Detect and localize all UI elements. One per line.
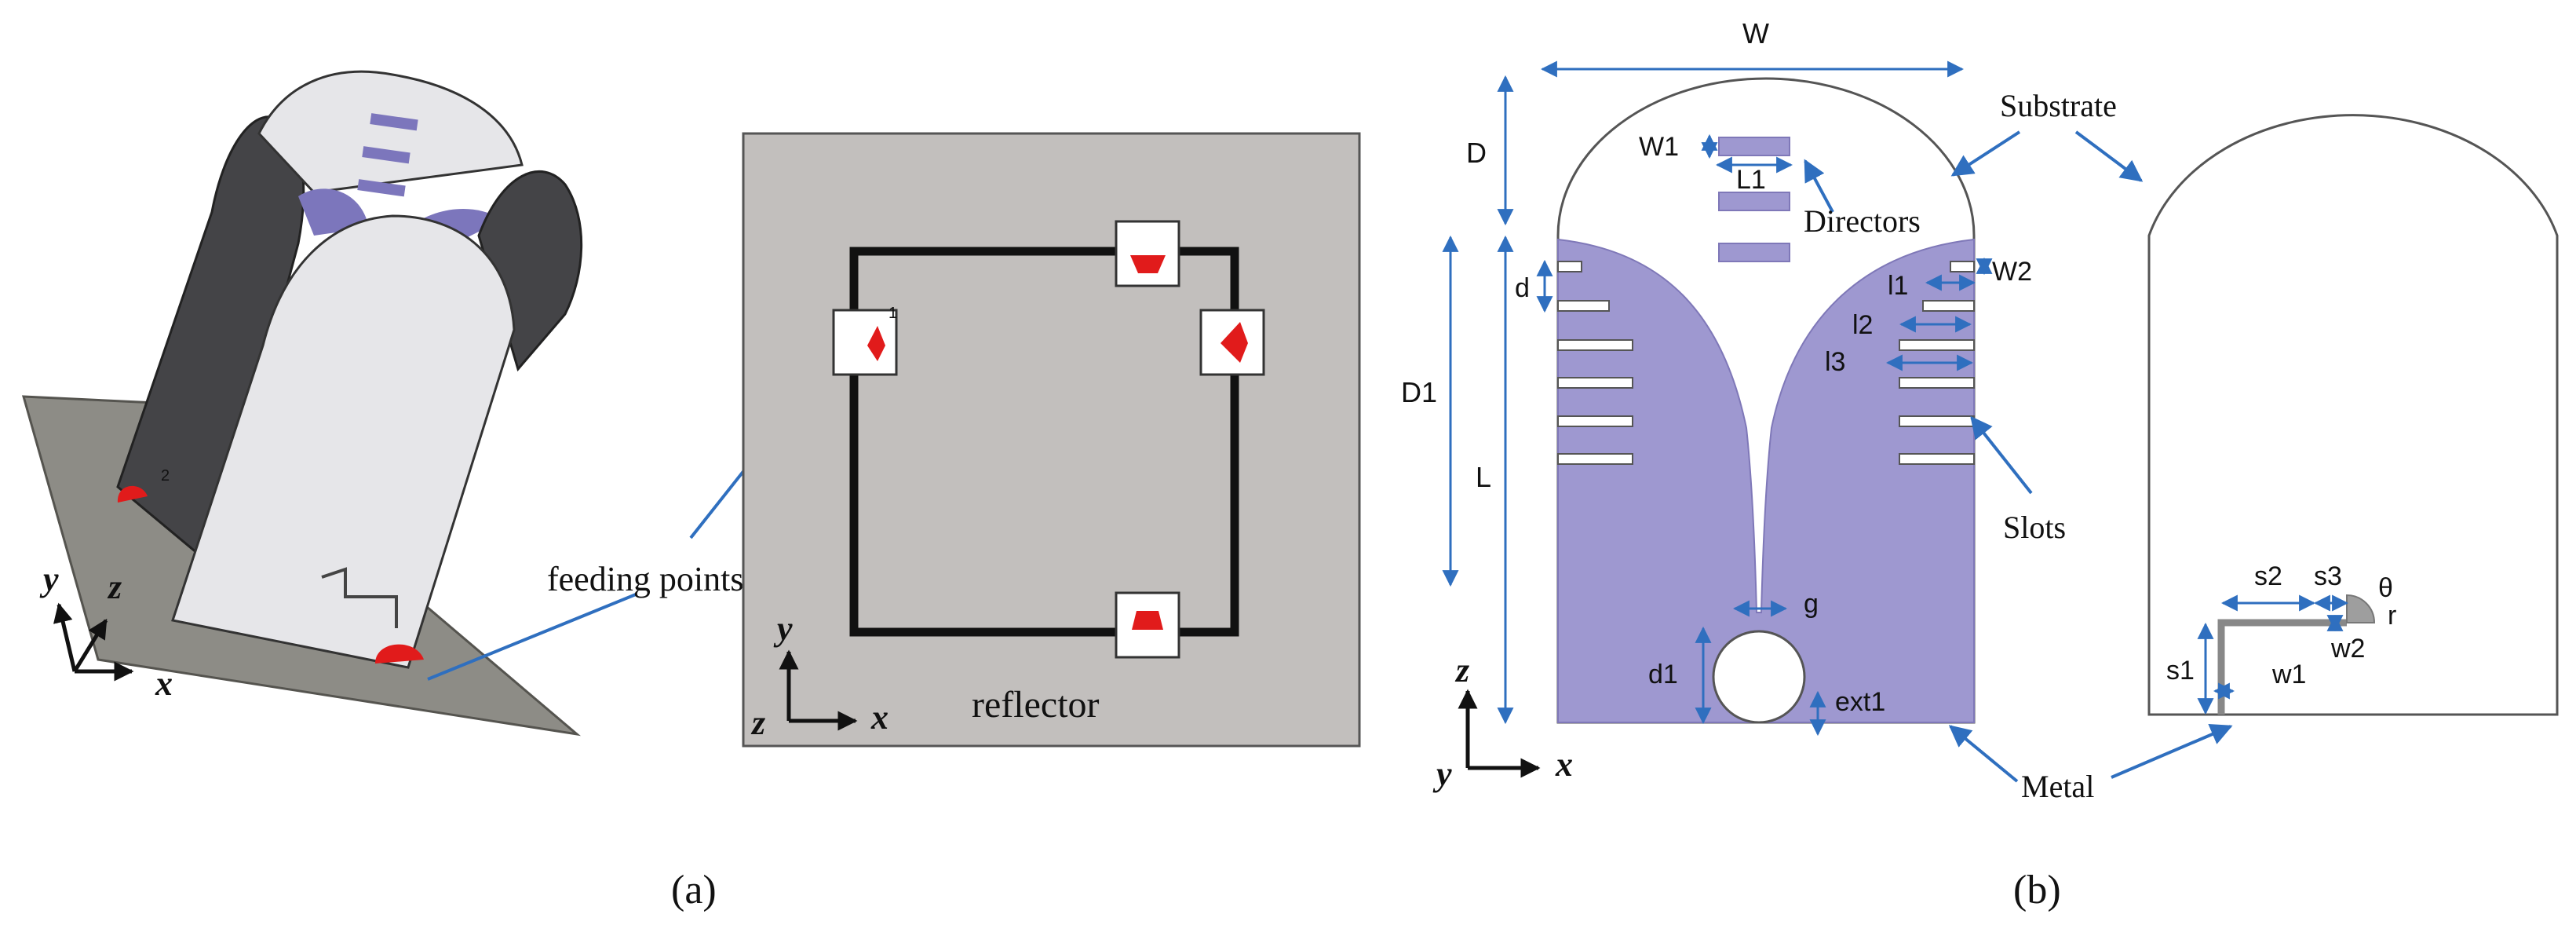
slot-left-2 xyxy=(1557,300,1610,312)
slot-left-6 xyxy=(1557,453,1633,465)
feeding-point-leader xyxy=(427,593,637,681)
back-fin xyxy=(257,70,524,194)
dim-theta-label: θ xyxy=(2378,573,2393,603)
reflector xyxy=(742,132,1361,748)
slot-right-3 xyxy=(1899,339,1975,351)
substrate-label: Substrate xyxy=(2000,88,2117,123)
feed-point xyxy=(867,326,885,361)
slot-right-1 xyxy=(1950,261,1975,272)
dim-L1-label: L1 xyxy=(1736,165,1766,195)
feed-point xyxy=(1220,322,1248,363)
feed-point xyxy=(1132,611,1163,630)
substrate-leader-front xyxy=(1950,130,2021,177)
slot-left-5 xyxy=(1557,415,1633,427)
feed-point xyxy=(117,485,148,503)
slots-label: Slots xyxy=(2003,510,2066,545)
metal-patch xyxy=(298,188,369,236)
dim-W-label: W xyxy=(1742,17,1769,49)
top-view: 1 2 reflector x y z xyxy=(161,132,1361,748)
dim-L-label: L xyxy=(1476,461,1491,493)
antenna-square xyxy=(849,247,1239,637)
dim-l3-label: l3 xyxy=(1825,347,1845,377)
metal-leader-front xyxy=(1948,725,2019,783)
dim-s2-label: s2 xyxy=(2254,561,2282,591)
dim-s1-label: s1 xyxy=(2166,656,2195,686)
port-mark-2: 2 xyxy=(161,467,170,484)
slot-right-5 xyxy=(1899,415,1975,427)
dim-D-label: D xyxy=(1466,137,1487,169)
dim-s3-label: s3 xyxy=(2314,561,2342,591)
substrate-leader-back xyxy=(2074,130,2144,182)
metal-label: Metal xyxy=(2021,769,2094,804)
perspective-axes: x y z xyxy=(39,560,173,703)
dim-w1-label: w1 xyxy=(2271,660,2306,689)
axis-z-label: z xyxy=(750,704,765,742)
director-3 xyxy=(1718,243,1790,262)
dim-g-label: g xyxy=(1804,589,1819,619)
circular-cavity xyxy=(1712,630,1806,724)
port-box-top xyxy=(1115,220,1180,287)
front-fin xyxy=(171,214,516,669)
director-strip xyxy=(357,179,406,197)
dim-d-label: d xyxy=(1515,273,1530,303)
dim-l1-label: l1 xyxy=(1888,271,1908,301)
dim-w2-label: w2 xyxy=(2330,634,2365,664)
dim-W1-label: W1 xyxy=(1639,132,1679,162)
front-view-axes: x z y xyxy=(1432,651,1573,793)
front-view: W D D1 L W1 L1 d l1 W2 l2 l3 g d1 ext1 D… xyxy=(1401,17,2233,804)
axis-y-label: y xyxy=(773,609,793,648)
axis-z-label: z xyxy=(107,568,122,606)
dim-W2-label: W2 xyxy=(1992,257,2032,287)
perspective-view: feeding points x y z xyxy=(21,70,841,737)
axis-x-label: x xyxy=(155,664,173,703)
slot-left-3 xyxy=(1557,339,1633,351)
slot-left-1 xyxy=(1557,261,1582,272)
slot-right-6 xyxy=(1899,453,1975,465)
axis-y-label: y xyxy=(1432,755,1452,793)
dim-r-label: r xyxy=(2388,601,2396,631)
port-box-left xyxy=(832,309,898,376)
director-2 xyxy=(1718,192,1790,211)
caption-b: (b) xyxy=(2013,868,2061,912)
feed-point xyxy=(375,644,424,664)
feed-point xyxy=(1130,255,1166,273)
dim-D1-label: D1 xyxy=(1401,376,1437,408)
reflector-label: reflector xyxy=(972,684,1100,726)
axis-x-label: x xyxy=(870,698,888,737)
slot-right-2 xyxy=(1922,300,1975,312)
director-strip xyxy=(362,146,410,164)
dim-l2-label: l2 xyxy=(1852,310,1873,340)
slot-right-4 xyxy=(1899,377,1975,389)
axis-z-label: z xyxy=(1454,651,1469,689)
feed-line xyxy=(321,567,398,628)
metal-leader-back xyxy=(2111,724,2233,779)
dim-d1-label: d1 xyxy=(1648,660,1678,689)
feeding-points-label: feeding points xyxy=(547,560,744,598)
director-1 xyxy=(1718,137,1790,156)
slot-left-4 xyxy=(1557,377,1633,389)
director-strip xyxy=(370,113,418,131)
directors-leader xyxy=(1804,159,1834,213)
substrate-outline-back xyxy=(2147,114,2559,716)
caption-a: (a) xyxy=(671,868,717,912)
axis-x-label: x xyxy=(1555,745,1573,784)
back-view: s1 s2 s3 w1 w2 θ r xyxy=(2147,114,2559,716)
port-mark-1: 1 xyxy=(888,305,897,322)
dim-ext1-label: ext1 xyxy=(1835,687,1885,717)
slots-leader xyxy=(1970,415,2033,495)
directors-label: Directors xyxy=(1804,203,1921,239)
top-view-axes: x y z xyxy=(750,609,888,742)
axis-y-label: y xyxy=(39,560,59,598)
radial-stub xyxy=(2346,594,2376,623)
